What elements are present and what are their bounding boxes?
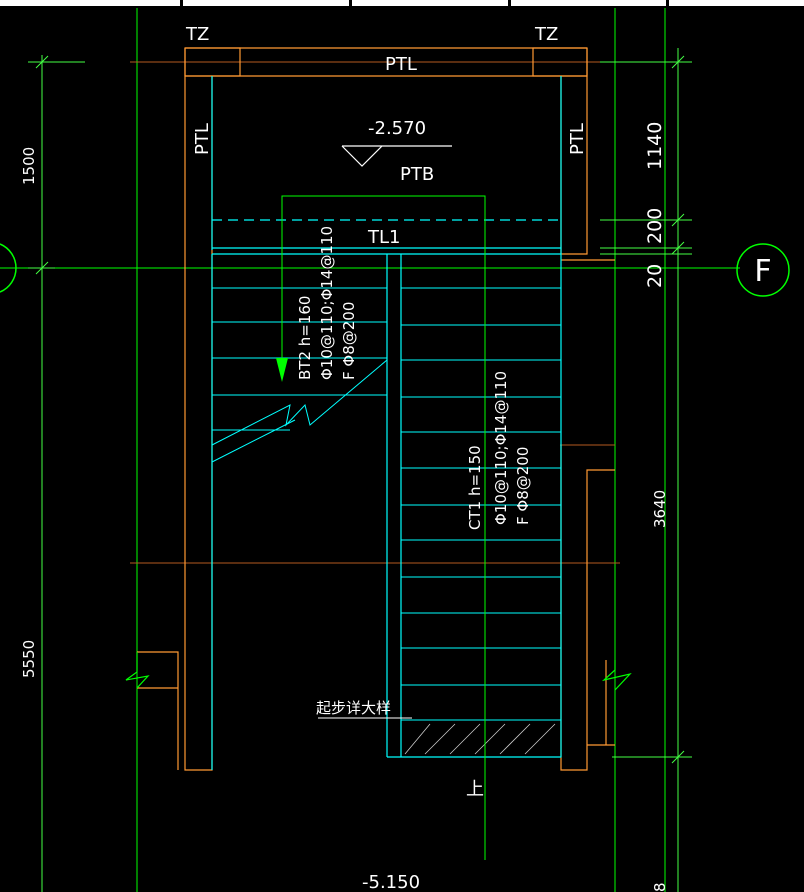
bt2-annotation: BT2 h=160 Φ10@110;Φ14@110 F Φ8@200 [296,226,358,380]
dim-left-5550: 5550 [20,640,38,678]
bt2-line3: F Φ8@200 [340,302,358,380]
dim-right-200: 200 [644,208,666,244]
left-flight-treads [211,287,388,463]
toolbar-strip-mid2 [352,0,508,6]
start-detail-label: 起步详大样 [316,699,391,717]
right-dimension-line [600,48,692,892]
tz-left-label: TZ [185,24,209,45]
start-step-hatch [400,719,562,758]
ct1-line1: CT1 h=150 [466,445,484,530]
dim-right-bottom-partial: 8 [651,882,669,892]
grid-bubble-left-partial [0,243,17,293]
dim-left-1500: 1500 [20,147,38,185]
ptl-top-label: PTL [385,54,417,75]
ptb-label: PTB [400,164,434,185]
level-top-label: -2.570 [368,118,426,139]
dim-right-20: 20 [644,264,666,288]
bt2-line2: Φ10@110;Φ14@110 [318,226,336,380]
ct1-annotation: CT1 h=150 Φ10@110;Φ14@110 F Φ8@200 [466,371,532,530]
toolbar-strip-left [0,0,180,6]
ptl-left-label: PTL [192,123,213,155]
level-symbol-top [341,145,452,167]
up-arrow-head [276,358,288,382]
walls [137,47,615,771]
dim-right-1140: 1140 [644,122,666,170]
ct1-line2: Φ10@110;Φ14@110 [492,371,510,525]
grid-lines [0,8,740,892]
toolbar-strip-mid [183,0,349,6]
left-dimension-line [28,55,85,892]
dim-right-3640: 3640 [651,490,669,528]
level-bottom-label: -5.150 [362,872,420,892]
toolbar-strip-right [511,0,666,6]
up-label: 上 [466,779,484,800]
bt2-line1: BT2 h=160 [296,296,314,380]
break-marks [125,652,632,691]
tz-right-label: TZ [534,24,558,45]
grid-bubble-f: F [736,243,790,297]
tl1-label: TL1 [367,227,400,248]
walking-line [281,195,486,860]
ptl-right-label: PTL [567,123,588,155]
toolbar-strip-end [669,0,804,6]
ct1-line3: F Φ8@200 [514,447,532,525]
grid-bubble-f-label: F [754,254,771,289]
